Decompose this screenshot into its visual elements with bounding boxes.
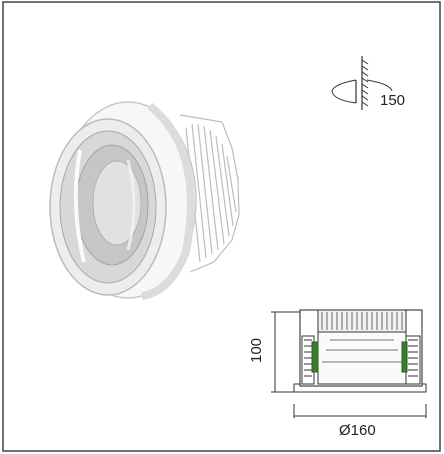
cutout-dimension-label: 150 [380, 92, 406, 109]
right-spring-clip [401, 335, 421, 385]
heatsink-fins [179, 114, 240, 273]
width-dimension-label: Ø160 [339, 422, 376, 439]
cutout-icon [331, 56, 393, 110]
left-spring-clip [301, 335, 319, 385]
height-dimension-label: 100 [248, 337, 266, 364]
technical-drawing [271, 309, 427, 418]
product-illustration [49, 101, 240, 300]
